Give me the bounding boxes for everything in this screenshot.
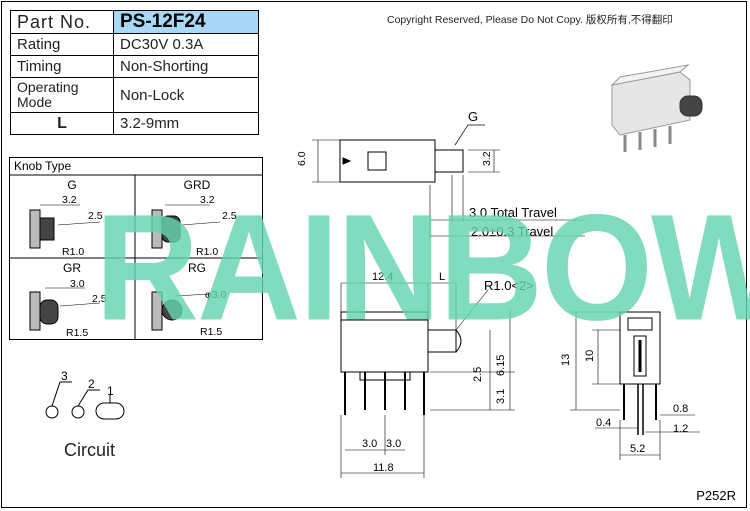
- operating-mode-label-line2: Mode: [17, 94, 53, 110]
- pin-1-label: 1: [107, 384, 114, 398]
- circuit-diagram: [45, 381, 125, 420]
- total-travel-label: 3.0 Total Travel: [469, 205, 557, 220]
- dim-6-0: 6.0: [296, 151, 308, 166]
- pin-2-label: 2: [88, 377, 95, 391]
- knob-type-grd: GRD: [184, 178, 211, 192]
- g-callout: G: [468, 109, 478, 124]
- rainbow-watermark: RAINBOW: [95, 182, 750, 352]
- timing-value: Non-Shorting: [113, 55, 259, 78]
- dim-l: L: [439, 271, 445, 283]
- dim-2-5: 2.5: [472, 367, 484, 382]
- rg-r-dim: R1.5: [200, 326, 222, 338]
- knob-gr-sketch: [29, 287, 101, 331]
- dim-6-15: 6.15: [495, 355, 507, 376]
- dim-11-8: 11.8: [373, 462, 394, 474]
- g-side-dim: 2.5: [88, 210, 103, 222]
- operating-mode-label-line1: Operating: [17, 79, 79, 95]
- knob-rg-sketch: [151, 291, 211, 331]
- dim-3-0-a: 3.0: [362, 438, 377, 450]
- dim-10: 10: [584, 350, 596, 362]
- grd-top-dim: 3.2: [200, 194, 215, 206]
- side-view: [570, 311, 700, 460]
- travel-label: 2.0±0.3 Travel: [471, 224, 553, 239]
- gr-top-dim: 3.0: [70, 278, 85, 290]
- top-view: [312, 124, 585, 238]
- dim-3-2: 3.2: [481, 151, 493, 166]
- pin-3-label: 3: [61, 369, 68, 383]
- g-top-dim: 3.2: [62, 194, 77, 206]
- knob-type-rg: RG: [188, 261, 206, 275]
- spec-table: Part No. PS-12F24 Rating DC30V 0.3A Timi…: [10, 10, 259, 135]
- knob-type-title: Knob Type: [14, 159, 72, 173]
- dim-3-1: 3.1: [495, 389, 507, 404]
- copyright-notice: Copyright Reserved, Please Do Not Copy. …: [387, 14, 673, 26]
- l-value: 3.2-9mm: [113, 112, 259, 135]
- front-view-labels: 12.4 L R1.0<2> 2.5 6.15 3.1 3.0 3.0 11.8: [362, 271, 534, 474]
- isometric-view: [610, 64, 703, 152]
- rg-top-dim: φ3.0: [205, 289, 227, 301]
- grd-r-dim: R1.0: [196, 246, 218, 258]
- circuit-pin-labels: 3 2 1: [61, 369, 114, 398]
- circuit-label: Circuit: [64, 440, 116, 460]
- g-r-dim: R1.0: [62, 246, 84, 258]
- grd-side-dim: 2.5: [222, 210, 237, 222]
- knob-type-box: Knob Type: [9, 157, 263, 340]
- operating-mode-value: Non-Lock: [113, 77, 259, 113]
- knob-g-sketch: [29, 204, 101, 249]
- side-view-labels: 13 10 0.8 0.4 1.2 5.2: [560, 350, 688, 455]
- knob-type-g: G: [67, 178, 76, 192]
- gr-r-dim: R1.5: [66, 327, 88, 339]
- knob-dims: 3.2 2.5 R1.0 3.2 2.5 R1.0 3.0 2.5 R1.5 φ…: [62, 194, 237, 339]
- dim-12-4: 12.4: [372, 271, 393, 283]
- knob-type-gr: GR: [63, 261, 81, 275]
- r1-0-callout: R1.0<2>: [484, 278, 534, 293]
- rating-value: DC30V 0.3A: [113, 33, 259, 56]
- timing-label: Timing: [10, 55, 114, 78]
- front-view: [340, 282, 515, 478]
- operating-mode-label: Operating Mode: [10, 77, 114, 113]
- dim-13: 13: [560, 354, 572, 366]
- knob-grd-sketch: [151, 204, 221, 249]
- dim-1-2: 1.2: [673, 423, 688, 435]
- dim-0-4: 0.4: [596, 417, 611, 429]
- dim-3-0-b: 3.0: [386, 438, 401, 450]
- knob-grid: [9, 174, 263, 340]
- top-view-labels: G 6.0 3.2 3.0 Total Travel 2.0±0.3 Trave…: [296, 109, 557, 239]
- knob-type-labels: G GRD GR RG: [63, 178, 211, 275]
- dim-5-2: 5.2: [630, 443, 645, 455]
- dim-0-8: 0.8: [673, 403, 688, 415]
- part-no-value: PS-12F24: [113, 10, 259, 34]
- page-code: P252R: [696, 488, 736, 503]
- gr-side-dim: 2.5: [92, 293, 107, 305]
